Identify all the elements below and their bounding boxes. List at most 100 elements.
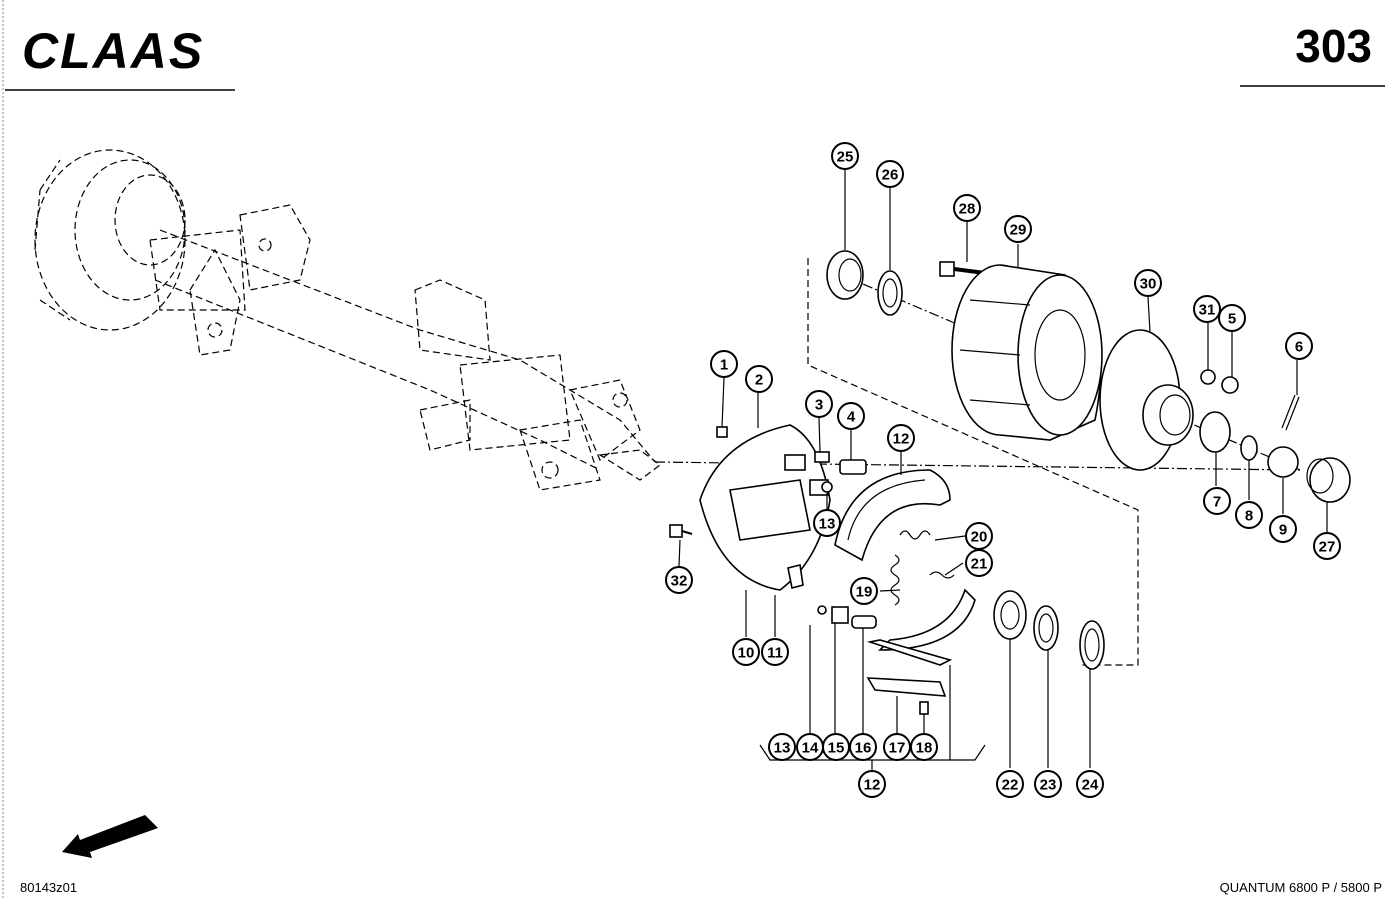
- drawing-id: 80143z01: [20, 880, 77, 895]
- pin-15: [851, 615, 877, 629]
- axle-nut-9: [1267, 446, 1299, 478]
- callout-8: 8: [1235, 501, 1263, 529]
- svg-text:2: 2: [755, 372, 763, 389]
- svg-text:15: 15: [828, 740, 845, 757]
- callout-20: 20: [965, 522, 993, 550]
- brake-drum-29: [951, 264, 1103, 441]
- callout-19: 19: [850, 577, 878, 605]
- svg-text:8: 8: [1245, 508, 1253, 525]
- svg-text:29: 29: [1010, 222, 1027, 239]
- callout-21: 21: [965, 549, 993, 577]
- callout-30: 30: [1134, 269, 1162, 297]
- svg-text:12: 12: [864, 777, 881, 794]
- svg-text:16: 16: [855, 740, 872, 757]
- ring-24: [1079, 620, 1105, 670]
- svg-text:22: 22: [1002, 777, 1019, 794]
- plug-part: [716, 426, 728, 438]
- axle-phantom: [34, 149, 661, 491]
- callout-2: 2: [745, 365, 773, 393]
- callout-22: 22: [996, 770, 1024, 798]
- svg-text:23: 23: [1040, 777, 1057, 794]
- nut-31: [1200, 369, 1216, 385]
- callout-25: 25: [831, 142, 859, 170]
- wheel-hub-30: [1099, 329, 1194, 471]
- clip-11: [787, 564, 804, 589]
- callout-5: 5: [1218, 304, 1246, 332]
- svg-text:19: 19: [856, 584, 873, 601]
- bearing-25: [826, 250, 864, 300]
- bolt-32: [669, 524, 693, 538]
- callout-18: 18: [910, 733, 938, 761]
- page-number: 303: [1295, 20, 1372, 72]
- svg-text:30: 30: [1140, 276, 1157, 293]
- callout-16: 16: [849, 733, 877, 761]
- callout-23: 23: [1034, 770, 1062, 798]
- hub-cap-27: [1309, 457, 1351, 503]
- lining-17: [866, 677, 947, 697]
- model-name: QUANTUM 6800 P / 5800 P: [1220, 880, 1382, 895]
- brake-shoe-upper: [834, 469, 951, 562]
- ring-13-upper: [821, 481, 833, 493]
- callout-7: 7: [1203, 487, 1231, 515]
- svg-text:6: 6: [1295, 339, 1303, 356]
- svg-text:28: 28: [959, 201, 976, 218]
- svg-text:14: 14: [802, 740, 819, 757]
- svg-text:26: 26: [882, 167, 899, 184]
- spring-19: [890, 554, 900, 606]
- svg-text:25: 25: [837, 149, 854, 166]
- callout-9: 9: [1269, 515, 1297, 543]
- callout-27: 27: [1313, 532, 1341, 560]
- callout-13-mid: 13: [813, 509, 841, 537]
- seal-22: [993, 590, 1027, 640]
- cotter-pin-6: [1281, 394, 1300, 431]
- backing-plate: [699, 424, 831, 591]
- callout-12-bottom: 12: [858, 770, 886, 798]
- ring-23: [1033, 605, 1059, 651]
- callout-28: 28: [953, 194, 981, 222]
- svg-text:9: 9: [1279, 522, 1287, 539]
- washer-8: [1240, 435, 1258, 461]
- callout-12-top: 12: [887, 424, 915, 452]
- ring-13-lower: [817, 605, 827, 615]
- brand-logo: CLAAS: [22, 23, 204, 79]
- callout-29: 29: [1004, 215, 1032, 243]
- rivet-18: [919, 701, 929, 715]
- svg-text:12: 12: [893, 431, 910, 448]
- callout-10: 10: [732, 638, 760, 666]
- svg-text:18: 18: [916, 740, 933, 757]
- svg-text:31: 31: [1199, 302, 1216, 319]
- callout-3: 3: [805, 390, 833, 418]
- bushing-14: [831, 606, 849, 624]
- callout-15: 15: [822, 733, 850, 761]
- svg-text:13: 13: [774, 740, 791, 757]
- svg-text:4: 4: [847, 409, 856, 426]
- callout-32: 32: [665, 566, 693, 594]
- callout-11: 11: [761, 638, 789, 666]
- svg-text:32: 32: [671, 573, 688, 590]
- callout-14: 14: [796, 733, 824, 761]
- svg-text:10: 10: [738, 645, 755, 662]
- callout-1: 1: [710, 350, 738, 378]
- svg-text:1: 1: [720, 357, 728, 374]
- nut-5: [1221, 376, 1239, 394]
- brake-shoe-lower: [866, 588, 976, 666]
- spring-20: [899, 530, 931, 540]
- svg-text:11: 11: [767, 645, 783, 662]
- spring-21: [929, 571, 955, 579]
- svg-text:20: 20: [971, 529, 988, 546]
- callout-17: 17: [883, 733, 911, 761]
- callout-6: 6: [1285, 332, 1313, 360]
- ring-26: [877, 270, 903, 316]
- svg-text:13: 13: [819, 516, 836, 533]
- pin-4: [839, 459, 867, 475]
- svg-text:3: 3: [815, 397, 823, 414]
- direction-arrow-icon: [62, 815, 158, 858]
- svg-text:27: 27: [1319, 539, 1336, 556]
- svg-text:5: 5: [1228, 311, 1236, 328]
- callout-4: 4: [837, 402, 865, 430]
- svg-text:17: 17: [889, 740, 906, 757]
- svg-text:21: 21: [971, 556, 988, 573]
- callout-26: 26: [876, 160, 904, 188]
- callout-13-bottom: 13: [768, 733, 796, 761]
